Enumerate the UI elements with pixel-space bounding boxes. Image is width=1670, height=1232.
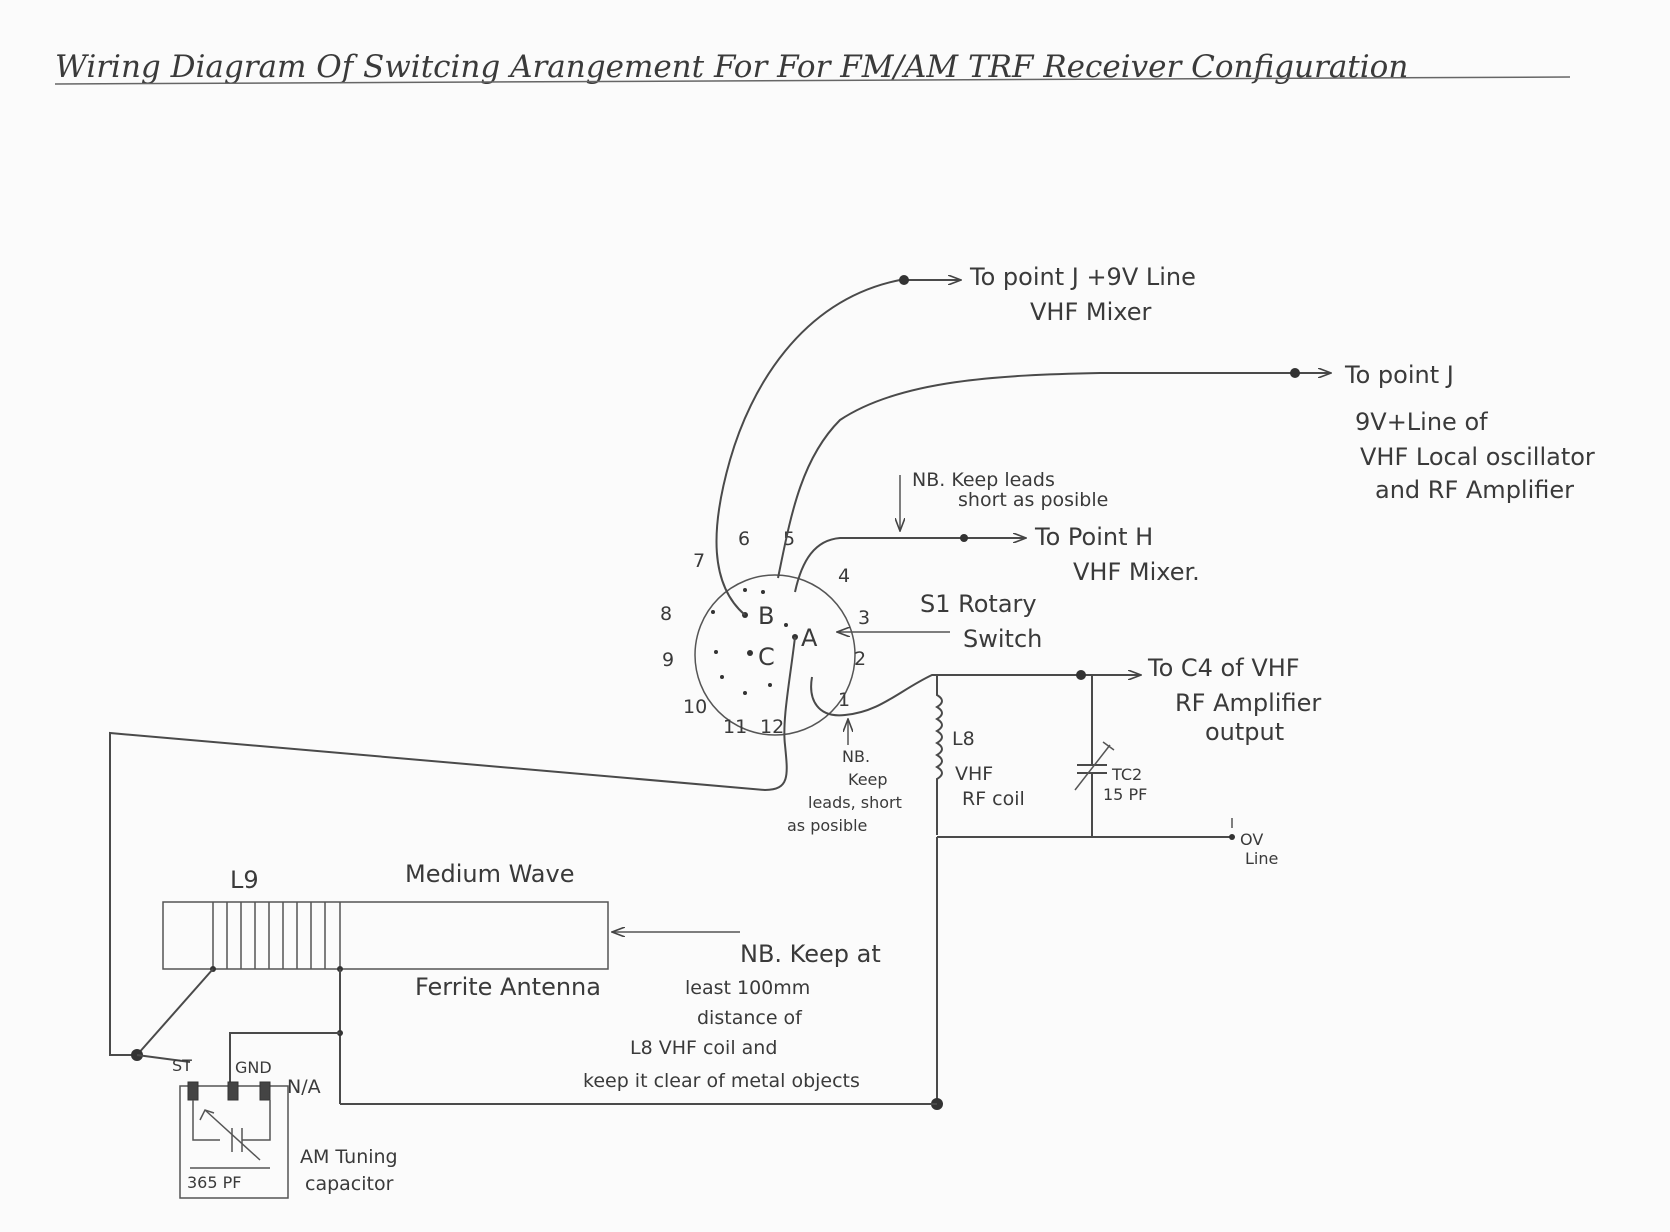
cap-gnd-label: GND: [235, 1058, 272, 1077]
wire-pin1-to-l8: [810, 675, 1140, 717]
to-c4-line1: To C4 of VHF: [1147, 654, 1300, 682]
medium-wave-label: Medium Wave: [405, 860, 574, 888]
nb-bottom-line4: L8 VHF coil and: [630, 1037, 777, 1059]
title-underline: [54, 76, 1571, 85]
switch-label-line1: S1 Rotary: [920, 590, 1037, 618]
l8-label-line3: RF coil: [962, 788, 1025, 810]
cap-na-label: N/A: [287, 1076, 321, 1098]
wire-l9-tap-to-st: [136, 968, 214, 1056]
switch-body: [694, 574, 856, 736]
pin-3-label: 3: [858, 607, 870, 629]
wire-st-to-cap: [136, 1054, 191, 1063]
to-j-osc-line4: and RF Amplifier: [1375, 476, 1574, 504]
pin-2-label: 2: [854, 648, 866, 670]
to-c4-line3: output: [1205, 718, 1284, 746]
pin-4-label: 4: [838, 565, 850, 587]
pin-7-label: 7: [693, 550, 705, 572]
pin-12-label: 12: [760, 716, 784, 738]
ferrite-antenna-label: Ferrite Antenna: [415, 973, 601, 1001]
to-j-osc-line2: 9V+Line of: [1355, 408, 1488, 436]
wire-switch-to-st: [109, 636, 796, 1056]
cap-st-label: ST: [172, 1056, 192, 1075]
switch-label-line2: Switch: [963, 625, 1042, 653]
nb-mid-line3: leads, short: [808, 793, 902, 812]
ov-line1: OV: [1240, 830, 1263, 849]
ov-line2: Line: [1245, 849, 1278, 868]
pole-c-label: C: [758, 643, 775, 671]
cap-label-line2: capacitor: [305, 1173, 394, 1195]
diagram-title: Wiring Diagram Of Switcing Arangement Fo…: [55, 49, 1408, 85]
l9-label: L9: [230, 866, 259, 894]
ferrite-antenna-l9: [162, 901, 609, 970]
wire-gnd-to-cap: [229, 1032, 340, 1085]
nb-mid-line4: as posible: [787, 816, 867, 835]
pin-10-label: 10: [683, 696, 707, 718]
pole-b-label: B: [758, 602, 774, 630]
am-tuning-capacitor: [179, 1081, 289, 1199]
pin-11-label: 11: [723, 716, 747, 738]
nb-bottom-line1: NB. Keep at: [740, 940, 881, 968]
pin-9-label: 9: [662, 649, 674, 671]
pole-a-label: A: [801, 624, 818, 652]
nb-mid-line2: Keep: [848, 770, 888, 789]
tc2-label-line1: TC2: [1111, 765, 1142, 784]
nb-bottom-line3: distance of: [697, 1007, 803, 1029]
tc2-trimmer-capacitor: [1074, 675, 1115, 837]
nb-bottom-line2: least 100mm: [685, 977, 810, 999]
wire-to-point-j-oscillator: [777, 373, 1330, 579]
to-j-mixer-line1: To point J +9V Line: [969, 263, 1196, 291]
nb-top-line1: NB. Keep leads: [912, 469, 1055, 491]
pin-8-label: 8: [660, 603, 672, 625]
tc2-label-line2: 15 PF: [1103, 785, 1147, 804]
pin-6-label: 6: [738, 528, 750, 550]
to-j-osc-line3: VHF Local oscillator: [1360, 443, 1595, 471]
rotary-switch-s1: B A C 1 2 3 4 5 6 7 8 9 10 11 12 S1 Rota…: [660, 528, 1042, 738]
l8-label-line2: VHF: [955, 763, 993, 785]
to-h-line1: To Point H: [1034, 523, 1153, 551]
to-j-osc-line1: To point J: [1344, 361, 1454, 389]
wire-to-point-j-mixer: [715, 280, 960, 616]
wire-to-point-h: [794, 538, 1025, 593]
to-c4-line2: RF Amplifier: [1175, 689, 1321, 717]
nb-top-line2: short as posible: [958, 489, 1108, 511]
to-h-line2: VHF Mixer.: [1073, 558, 1200, 586]
nb-mid-line1: NB.: [842, 747, 870, 766]
cap-label-line1: AM Tuning: [300, 1146, 398, 1168]
l8-vhf-coil: [935, 675, 943, 835]
pin-1-label: 1: [838, 689, 850, 711]
cap-value-label: 365 PF: [187, 1173, 241, 1192]
to-j-mixer-line2: VHF Mixer: [1030, 298, 1152, 326]
nb-bottom-line5: keep it clear of metal objects: [583, 1070, 860, 1092]
l8-label-line1: L8: [952, 728, 975, 750]
